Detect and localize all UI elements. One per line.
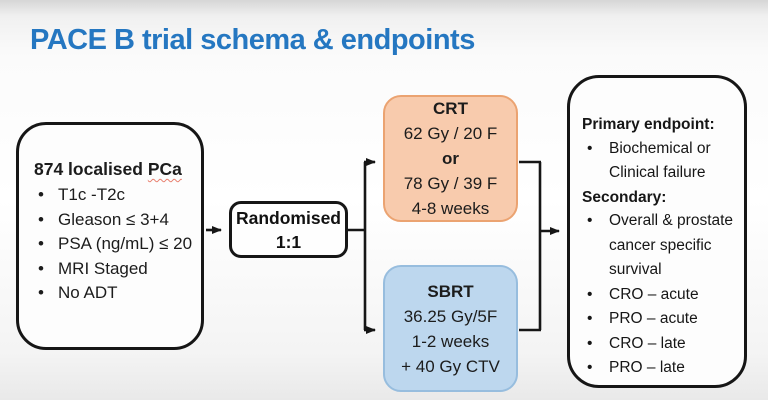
eligibility-item: PSA (ng/mL) ≤ 20 bbox=[34, 232, 197, 257]
crt-duration: 4-8 weeks bbox=[411, 199, 490, 218]
secondary-endpoint-item: PRO – late bbox=[582, 356, 740, 381]
endpoints-box: Primary endpoint: Biochemical or Clinica… bbox=[567, 75, 747, 388]
crt-title: CRT bbox=[433, 99, 468, 118]
eligibility-heading: 874 localised PCa bbox=[34, 159, 197, 180]
primary-endpoint-heading: Primary endpoint: bbox=[582, 116, 715, 133]
secondary-endpoint-item: CRO – late bbox=[582, 332, 740, 357]
sbrt-arm-box: SBRT 36.25 Gy/5F 1-2 weeks + 40 Gy CTV bbox=[383, 265, 518, 392]
primary-endpoint-item: Biochemical or Clinical failure bbox=[582, 137, 740, 186]
eligibility-item: No ADT bbox=[34, 281, 197, 306]
randomised-box: Randomised 1:1 bbox=[229, 201, 348, 258]
sbrt-ctv: + 40 Gy CTV bbox=[401, 356, 500, 376]
sbrt-duration: 1-2 weeks bbox=[411, 331, 490, 351]
secondary-endpoint-item: PRO – acute bbox=[582, 307, 740, 332]
secondary-endpoint-item: CRO – acute bbox=[582, 283, 740, 308]
eligibility-box: 874 localised PCa T1c -T2c Gleason ≤ 3+4… bbox=[16, 122, 204, 350]
randomised-label: Randomised bbox=[235, 207, 342, 228]
secondary-endpoint-heading: Secondary: bbox=[582, 188, 667, 206]
eligibility-item: T1c -T2c bbox=[34, 183, 197, 208]
sbrt-title: SBRT bbox=[427, 281, 474, 301]
crt-dose-1: 62 Gy / 20 F bbox=[403, 124, 498, 143]
eligibility-item: MRI Staged bbox=[34, 257, 197, 282]
slide-title: PACE B trial schema & endpoints bbox=[30, 24, 475, 56]
eligibility-heading-prefix: 874 localised bbox=[34, 159, 148, 179]
eligibility-heading-pca: PCa bbox=[147, 159, 182, 179]
sbrt-dose: 36.25 Gy/5F bbox=[403, 306, 498, 326]
randomised-ratio: 1:1 bbox=[275, 231, 302, 252]
crt-dose-2: 78 Gy / 39 F bbox=[403, 174, 498, 193]
secondary-endpoint-item: Overall & prostate cancer specific survi… bbox=[582, 209, 740, 283]
crt-or: or bbox=[442, 149, 459, 168]
crt-arm-box: CRT 62 Gy / 20 F or 78 Gy / 39 F 4-8 wee… bbox=[383, 95, 518, 222]
eligibility-item: Gleason ≤ 3+4 bbox=[34, 208, 197, 233]
